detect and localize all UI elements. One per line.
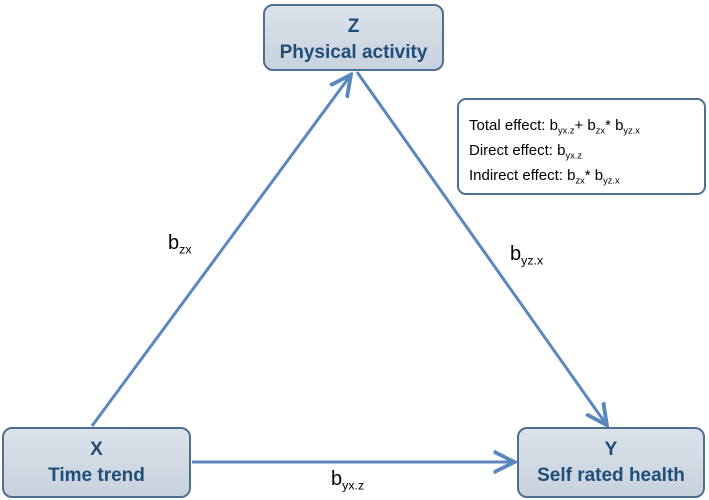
effects-legend-box: Total effect: byx.z+ bzx* byz.x Direct e… [457,98,706,195]
coefficient-b-yx-z: byx.z [331,468,365,493]
total-effect-sub1: yx.z [557,125,575,136]
node-x-label: Time trend [48,465,145,486]
indirect-effect-b2: b [594,167,604,184]
direct-effect-label: Direct effect: [469,142,558,159]
node-y-label: Self rated health [537,465,685,486]
coef-yzx-subscript: yz.x [521,253,544,268]
coef-yxz-subscript: yx.z [342,478,365,493]
node-z-label: Physical activity [279,42,428,63]
indirect-effect-b1: b [567,167,576,184]
coef-yxz-base: b [331,468,343,490]
arrow-z-to-y [355,71,606,424]
indirect-effect-sub1: zx [575,175,585,186]
coef-yzx-base: b [510,243,522,265]
coefficient-b-zx: bzx [168,232,192,257]
total-effect-plus: + [574,117,588,134]
node-y-self-rated-health: Y Self rated health [517,427,705,498]
total-effect-label: Total effect: [469,117,550,134]
indirect-effect-star: * [584,167,595,184]
arrow-x-to-z [90,76,350,427]
total-effect-sub3: yz.x [623,125,640,136]
indirect-effect-line: Indirect effect: bzx* byz.x [469,163,704,188]
node-x-letter: X [90,439,103,460]
coef-zx-subscript: zx [179,242,192,257]
indirect-effect-label: Indirect effect: [469,167,568,184]
node-z-physical-activity: Z Physical activity [263,4,444,71]
node-z-letter: Z [347,16,360,37]
total-effect-b3: b [615,117,624,134]
node-y-letter: Y [604,439,618,460]
total-effect-b2: b [587,117,596,134]
total-effect-star: * [605,117,616,134]
node-x-time-trend: X Time trend [2,427,191,498]
direct-effect-sub1: yx.z [565,150,582,161]
direct-effect-b1: b [557,142,566,159]
coefficient-b-yz-x: byz.x [510,243,544,268]
direct-effect-line: Direct effect: byx.z [469,138,704,163]
total-effect-line: Total effect: byx.z+ bzx* byz.x [469,113,704,138]
coef-zx-base: b [168,232,180,254]
indirect-effect-sub2: yz.x [603,175,620,186]
total-effect-b1: b [549,117,558,134]
total-effect-sub2: zx [595,125,606,136]
